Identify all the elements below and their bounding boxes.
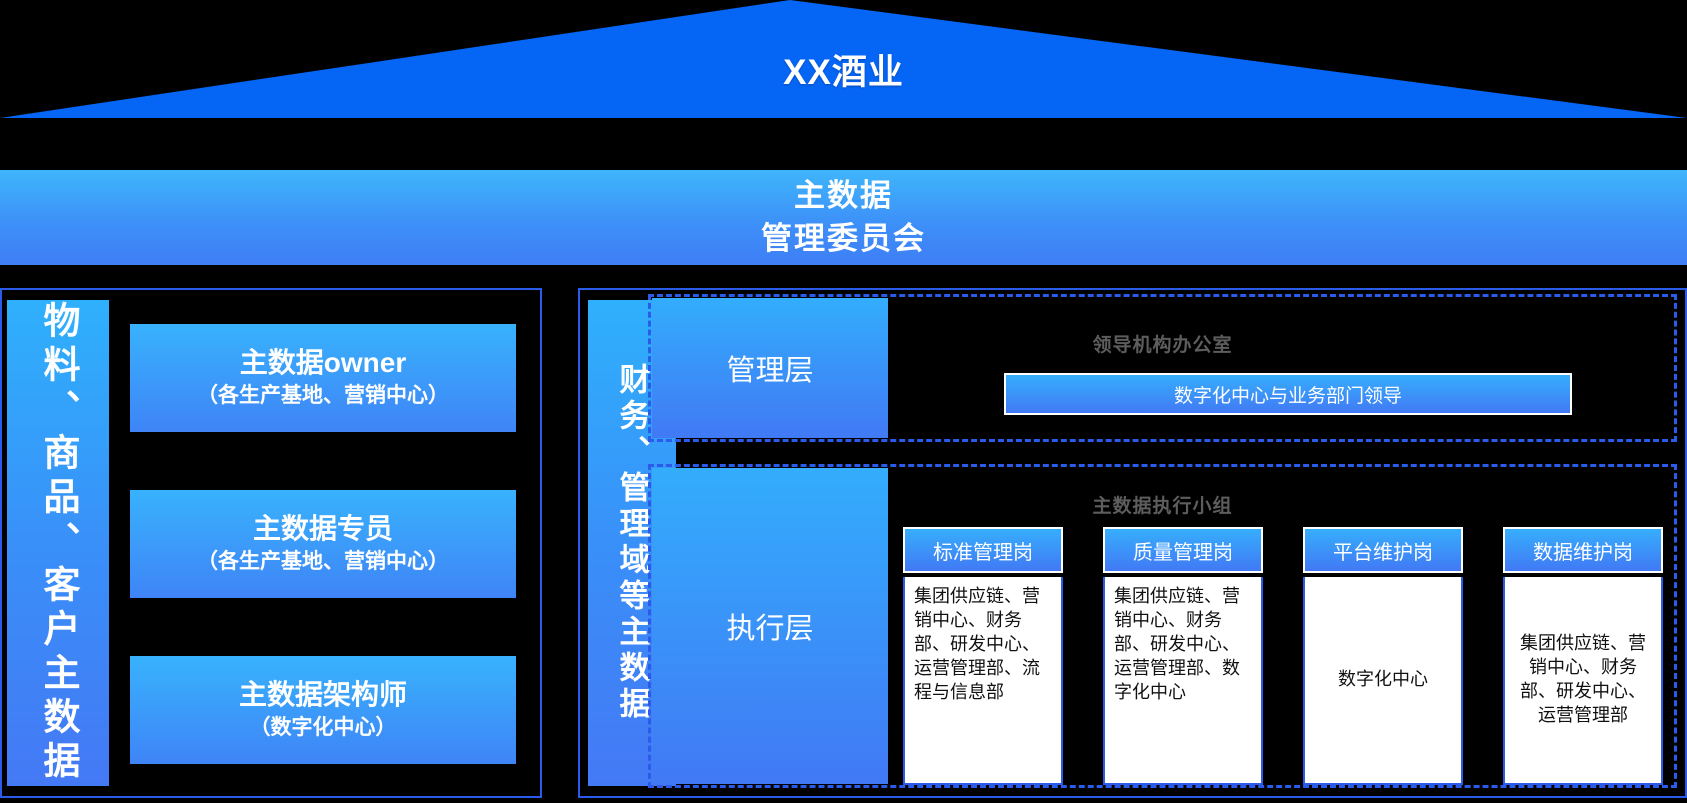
roof-shape: XX酒业 — [0, 0, 1687, 120]
role-title: 主数据owner — [239, 346, 407, 378]
banner-line-1: 主数据 — [794, 177, 893, 213]
leadership-office-label: 数字化中心与业务部门领导 — [1173, 385, 1402, 407]
execution-card-head: 平台维护岗 — [1303, 527, 1463, 573]
execution-card[interactable]: 数据维护岗 集团供应链、营销中心、财务部、研发中心、运营管理部 — [1503, 527, 1663, 785]
role-box[interactable]: 主数据owner （各生产基地、营销中心） — [130, 324, 516, 432]
execution-card[interactable]: 标准管理岗 集团供应链、营销中心、财务部、研发中心、运营管理部、流程与信息部 — [903, 527, 1063, 785]
company-title: XX酒业 — [783, 53, 904, 92]
execution-card-head: 数据维护岗 — [1503, 527, 1663, 573]
execution-card-head: 标准管理岗 — [903, 527, 1063, 573]
banner-line-2: 管理委员会 — [761, 220, 926, 256]
execution-card-head: 质量管理岗 — [1103, 527, 1263, 573]
role-box-list: 主数据owner （各生产基地、营销中心） 主数据专员 （各生产基地、营销中心）… — [130, 324, 516, 764]
execution-card-body: 数字化中心 — [1303, 577, 1463, 785]
role-box[interactable]: 主数据专员 （各生产基地、营销中心） — [130, 490, 516, 598]
execution-card[interactable]: 平台维护岗 数字化中心 — [1303, 527, 1463, 785]
right-domain-label: 财务、管理域等主数据 — [614, 363, 650, 723]
management-layer-label: 管理层 — [726, 355, 814, 387]
execution-card-body: 集团供应链、营销中心、财务部、研发中心、运营管理部 — [1503, 577, 1663, 785]
management-layer-box[interactable]: 管理层 — [652, 298, 888, 438]
execution-card-body: 集团供应链、营销中心、财务部、研发中心、运营管理部、流程与信息部 — [903, 577, 1063, 785]
execution-layer-label: 执行层 — [726, 613, 814, 645]
role-subtitle: （各生产基地、营销中心） — [197, 383, 449, 407]
management-zone: 领导机构办公室 数字化中心与业务部门领导 — [648, 294, 1677, 442]
execution-card-body: 集团供应链、营销中心、财务部、研发中心、运营管理部、数字化中心 — [1103, 577, 1263, 785]
left-domain-panel: 物料、商品、客户主数据 主数据owner （各生产基地、营销中心） 主数据专员 … — [0, 288, 542, 798]
leadership-office-pill[interactable]: 数字化中心与业务部门领导 — [1004, 373, 1572, 415]
role-subtitle: （数字化中心） — [249, 715, 397, 739]
left-domain-vertical-bar: 物料、商品、客户主数据 — [7, 300, 109, 786]
execution-zone: 主数据执行小组 标准管理岗 集团供应链、营销中心、财务部、研发中心、运营管理部、… — [648, 464, 1677, 788]
role-title: 主数据专员 — [252, 512, 393, 544]
execution-card-list: 标准管理岗 集团供应链、营销中心、财务部、研发中心、运营管理部、流程与信息部 质… — [903, 527, 1663, 785]
execution-zone-title: 主数据执行小组 — [1092, 496, 1233, 517]
left-domain-label: 物料、商品、客户主数据 — [38, 301, 79, 785]
execution-card[interactable]: 质量管理岗 集团供应链、营销中心、财务部、研发中心、运营管理部、数字化中心 — [1103, 527, 1263, 785]
right-domain-panel: 财务、管理域等主数据 领导机构办公室 数字化中心与业务部门领导 管理层 主数据执… — [578, 288, 1687, 798]
execution-layer-box[interactable]: 执行层 — [652, 468, 888, 784]
role-box[interactable]: 主数据架构师 （数字化中心） — [130, 656, 516, 764]
management-zone-title: 领导机构办公室 — [1092, 335, 1233, 356]
role-title: 主数据架构师 — [238, 678, 407, 710]
master-data-committee-banner: 主数据 管理委员会 — [0, 170, 1687, 265]
role-subtitle: （各生产基地、营销中心） — [197, 549, 449, 573]
